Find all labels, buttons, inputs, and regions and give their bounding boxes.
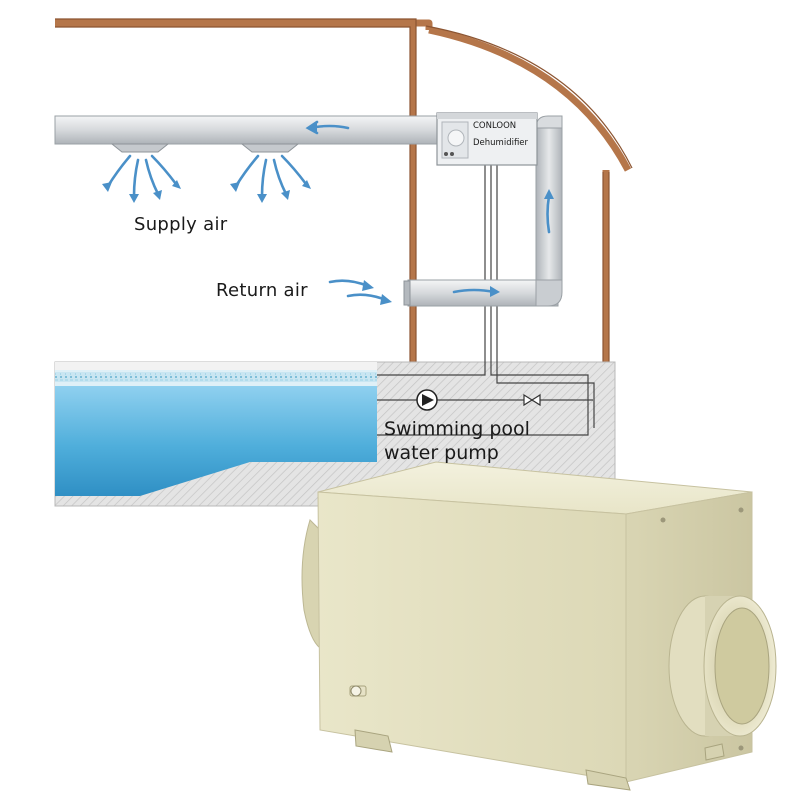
pump-label-line2: water pump (384, 442, 499, 464)
unit-brand-label: CONLOON (473, 121, 517, 131)
valve-symbol-icon (523, 393, 541, 407)
dehumidifier-product (301, 461, 777, 791)
diffuser-2 (240, 143, 300, 153)
outlet-flange (668, 595, 777, 737)
supply-duct (54, 115, 441, 153)
dehumidifier-unit (436, 112, 538, 166)
return-air-label: Return air (216, 280, 308, 301)
diffuser-1 (110, 143, 170, 153)
unit-name-label: Dehumidifier (473, 138, 529, 148)
pump-symbol-icon (416, 389, 438, 411)
pump-label-line1: Swimming pool (384, 418, 530, 440)
drain-nozzle (349, 685, 367, 697)
pool-tile-strip (55, 372, 377, 382)
building-frame-inner (55, 18, 633, 362)
return-duct (403, 115, 563, 307)
supply-air-label: Supply air (134, 214, 228, 235)
building-frame (55, 19, 632, 362)
arrowheads (102, 180, 554, 305)
mount-feet (354, 729, 725, 791)
pool-water (55, 386, 377, 496)
